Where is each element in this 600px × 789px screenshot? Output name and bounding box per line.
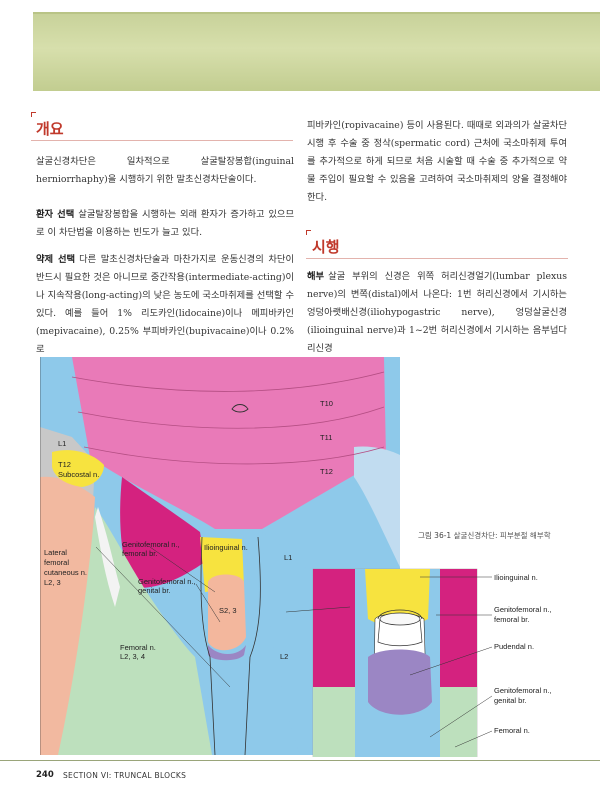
figure-caption: 그림 36-1 살굴신경차단: 피부분절 해부학 <box>418 530 551 541</box>
pudendal-region <box>208 645 246 661</box>
t12-right-region <box>354 446 400 567</box>
overview-rule <box>31 140 293 141</box>
header-banner <box>33 12 600 91</box>
inset-pudendal-region <box>368 649 432 715</box>
t12-right-label: T12 <box>320 467 333 476</box>
overview-heading: 개요 <box>36 120 64 138</box>
scrotum-region <box>208 574 246 651</box>
lateral-femoral-label-3: cutaneous n. <box>44 568 87 577</box>
inset-femoral-right <box>440 687 477 757</box>
genitofemoral-genital-label-1: Genitofemoral n., <box>138 577 196 586</box>
subcostal-label: Subcostal n. <box>58 470 99 479</box>
overview-text-4: 피바카인(ropivacaine) 등이 사용된다. 때때로 외과의가 살굴차단… <box>307 120 567 203</box>
genitofemoral-femoral-region <box>120 477 205 588</box>
overview-paragraph-4: 피바카인(ropivacaine) 등이 사용된다. 때때로 외과의가 살굴차단… <box>307 117 567 207</box>
t12-left-region <box>52 450 104 487</box>
t11-label: T11 <box>320 433 332 442</box>
section-title: SECTION VI: TRUNCAL BLOCKS <box>63 771 187 780</box>
t10-label: T10 <box>320 399 333 408</box>
heading-corner-mark <box>306 230 311 235</box>
skin-strip <box>95 507 120 607</box>
patient-selection-label: 환자 선택 <box>36 209 75 220</box>
inset-panel <box>312 568 493 757</box>
lateral-femoral-label-4: L2, 3 <box>44 578 61 587</box>
footer-rule <box>0 760 600 761</box>
anatomy-label: 해부 <box>307 271 325 282</box>
s23-label: S2, 3 <box>219 606 237 615</box>
l2-label: L2 <box>280 652 288 661</box>
femoral-left-region <box>58 507 212 755</box>
page-number: 240 <box>36 770 54 780</box>
procedure-rule <box>306 258 568 259</box>
inset-ilioinguinal-label: Ilioinguinal n. <box>494 573 538 582</box>
procedure-heading: 시행 <box>312 238 340 256</box>
overview-text-3: 다른 말초신경차단술과 마찬가지로 운동신경의 차단이 반드시 필요한 것은 아… <box>36 254 295 355</box>
genitofemoral-genital-label-2: genital br. <box>138 586 171 595</box>
inset-genitofemoral-genital-label-2: genital br. <box>494 696 527 705</box>
lateral-femoral-cutaneous-region <box>40 476 95 755</box>
l1-right-label: L1 <box>284 553 292 562</box>
procedure-text-1: 살굴 부위의 신경은 위쪽 허리신경얼기(lumbar plexus nerve… <box>307 271 567 354</box>
inset-magenta-left <box>313 569 355 689</box>
lateral-femoral-label-1: Lateral <box>44 548 67 557</box>
inset-femoral-label: Femoral n. <box>494 726 530 735</box>
heading-corner-mark <box>31 112 36 117</box>
figure-number: 그림 36-1 <box>418 531 452 540</box>
inset-pudendal-label: Pudendal n. <box>494 642 534 651</box>
genitofemoral-femoral-label-2: femoral br. <box>122 549 157 558</box>
ilioinguinal-label: Ilioinguinal n. <box>204 543 248 552</box>
inset-femoral-left <box>313 687 355 757</box>
inset-genitofemoral-genital-label-1: Genitofemoral n., <box>494 686 552 695</box>
t12-left-label: T12 <box>58 460 71 469</box>
inset-genitofemoral-femoral-label-1: Genitofemoral n., <box>494 605 552 614</box>
overview-text-2: 살굴탈장봉합을 시행하는 외래 환자가 증가하고 있으므로 이 차단법을 이용하… <box>36 209 295 238</box>
drug-selection-label: 약제 선택 <box>36 254 76 265</box>
l1-top-label: L1 <box>58 439 66 448</box>
overview-paragraph-1: 살굴신경차단은 일차적으로 살굴탈장봉합(inguinal herniorrha… <box>36 153 294 189</box>
figure-caption-text: 살굴신경차단: 피부분절 해부학 <box>453 531 551 540</box>
femoral-label-2: L2, 3, 4 <box>120 652 145 661</box>
inset-magenta-right <box>440 569 477 689</box>
genitofemoral-femoral-label-1: Genitofemoral n., <box>122 540 180 549</box>
overview-text-1: 살굴신경차단은 일차적으로 살굴탈장봉합(inguinal herniorrha… <box>36 156 294 185</box>
lateral-femoral-label-2: femoral <box>44 558 69 567</box>
dermatome-figure: T10 T11 T12 L1 T12 Subcostal n. Lateral … <box>40 357 552 757</box>
abdomen-pink-region <box>72 357 386 529</box>
femoral-label-1: Femoral n. <box>120 643 156 652</box>
inset-genitofemoral-femoral-label-2: femoral br. <box>494 615 529 624</box>
